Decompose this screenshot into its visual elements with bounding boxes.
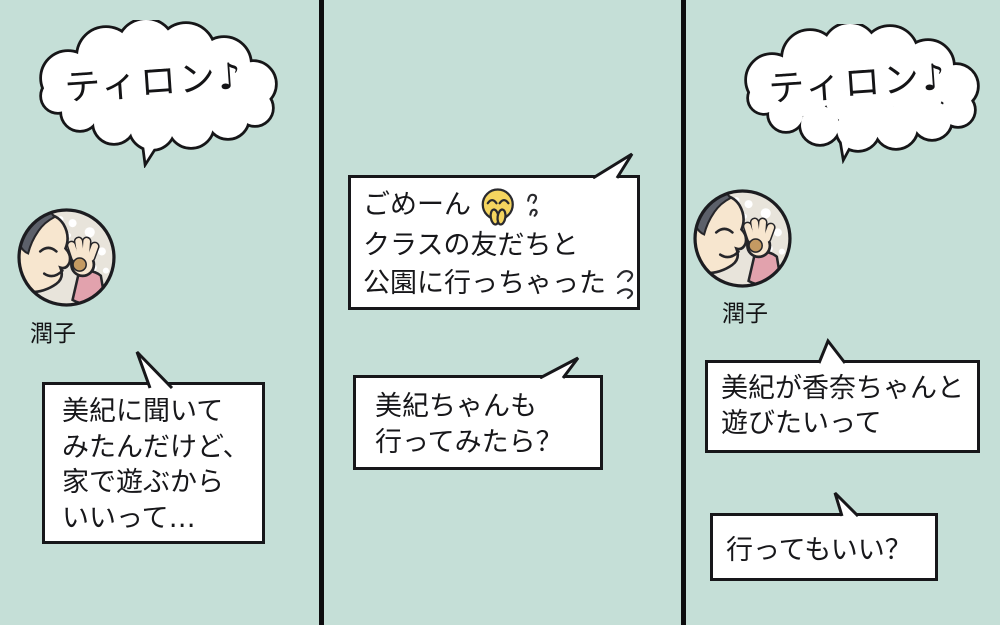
junko-avatar: [17, 208, 116, 307]
notification-cloud-shape: [744, 24, 980, 164]
speech-bubble: 美紀が香奈ちゃんと 遊びたいって: [705, 360, 980, 453]
bubble-text-line: 公園に行っちゃった: [363, 267, 606, 299]
speech-bubble-tail: [833, 491, 860, 517]
speech-bubble-tail: [539, 356, 580, 379]
speech-bubble: ごめーん クラスの友だちと 公園に行っちゃった: [348, 175, 640, 310]
panel-divider: [681, 0, 686, 625]
smile: [42, 269, 64, 278]
avatar-name-label: 潤子: [722, 301, 768, 327]
bubble-text-line: 美紀に聞いて: [62, 396, 224, 427]
junko-avatar: [693, 189, 792, 288]
speech-bubble: 行ってもいい？: [710, 513, 938, 581]
speech-bubble: 美紀ちゃんも 行ってみたら？: [353, 375, 603, 470]
bubble-text-line: 行ってもいい？: [726, 534, 912, 566]
bubble-text-line: 美紀ちゃんも: [375, 391, 537, 422]
speech-bubble-tail: [817, 338, 847, 364]
bubble-text-line: いいって…: [62, 502, 196, 534]
notification-cloud-shape: [39, 20, 278, 168]
bubble-text-line: クラスの友だちと: [363, 230, 579, 261]
panel-divider: [319, 0, 324, 625]
bubble-text-line: 家で遊ぶから: [62, 467, 224, 498]
motion-marks-icon: [527, 193, 538, 217]
speech-bubble: 美紀に聞いて みたんだけど、 家で遊ぶから いいって…: [42, 382, 265, 544]
closed-eye: [714, 227, 734, 234]
avatar-name-label: 潤子: [30, 321, 76, 347]
bubble-text-line: ごめーん: [363, 189, 471, 221]
bubble-text-line: 行ってみたら？: [375, 427, 563, 458]
speech-bubble-tail: [135, 350, 174, 389]
treat: [748, 238, 763, 253]
folded-hands-emoji-icon: [481, 188, 514, 226]
bubble-text-line: 遊びたいって: [721, 407, 882, 439]
speech-bubble-tail: [592, 152, 634, 179]
closed-eye: [38, 246, 58, 253]
bubble-text-line: みたんだけど、: [62, 431, 250, 463]
bubble-text-line: 美紀が香奈ちゃんと: [721, 373, 964, 404]
smile: [718, 250, 740, 259]
treat: [72, 257, 87, 272]
trailing-squiggle-icon: [616, 270, 633, 300]
